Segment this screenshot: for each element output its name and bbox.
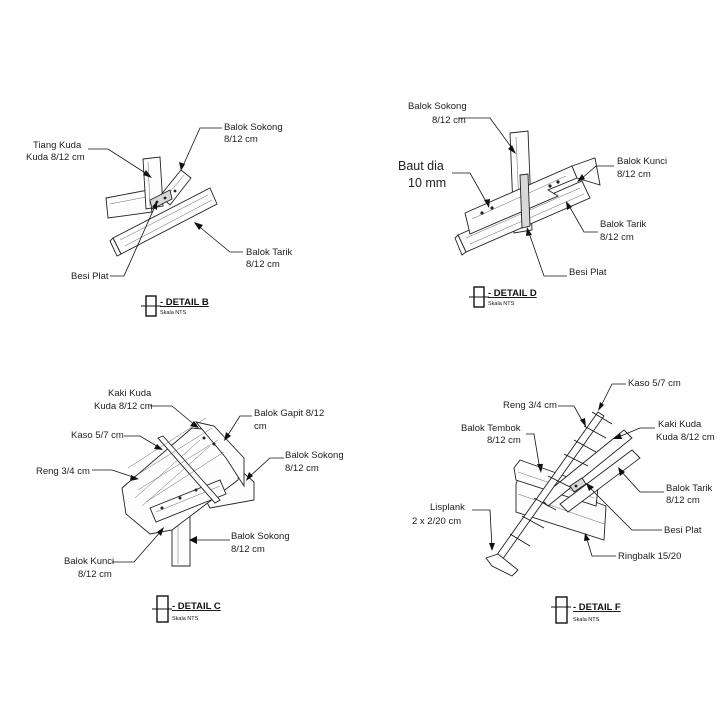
detail-d-label-balok-sokong: Balok Sokong (408, 101, 467, 112)
detail-c-leaders (92, 405, 284, 563)
detail-c-scale: Skala NTS (172, 616, 199, 622)
detail-f-label-balok-tembok: Balok Tembok (461, 423, 521, 434)
detail-f-label-lisplank-size: 2 x 2/20 cm (412, 516, 461, 527)
detail-c-label-balok-sokong-lower: Balok Sokong (231, 531, 290, 542)
detail-b-label-balok-tarik-size: 8/12 cm (246, 259, 280, 270)
detail-d-label-balok-tarik: Balok Tarik (600, 219, 647, 230)
detail-b-drawing (105, 156, 218, 257)
detail-b-label-balok-tarik: Balok Tarik (246, 247, 293, 258)
detail-b-horizontal-beam (105, 189, 153, 219)
detail-f-label-ringbalk: Ringbalk 15/20 (618, 551, 681, 562)
detail-f-label-kaki-kuda: Kaki Kuda (658, 419, 702, 430)
detail-b-label-balok-sokong-size: 8/12 cm (224, 134, 258, 145)
detail-c-label-kaki-kuda: Kaki Kuda (108, 388, 152, 399)
detail-b-label-tiang-kuda-size: Kuda 8/12 cm (26, 152, 85, 163)
detail-b-scale: Skala NTS (160, 310, 187, 316)
detail-f-title-block: - DETAIL F Skala NTS (551, 596, 621, 624)
detail-f-section-symbol (555, 596, 568, 624)
detail-b-leaders (88, 127, 243, 277)
detail-f-label-balok-tembok-size: 8/12 cm (487, 435, 521, 446)
detail-c-drawing (121, 417, 255, 567)
detail-c-label-balok-gapit: Balok Gapit 8/12 (254, 408, 324, 419)
detail-b-label-besi-plat: Besi Plat (71, 271, 109, 282)
detail-f-tie-beam (559, 449, 641, 513)
detail-f-leaders (472, 383, 664, 557)
detail-c-label-kaki-kuda-size: Kuda 8/12 cm (94, 401, 153, 412)
detail-c-label-balok-kunci-size: 8/12 cm (78, 569, 112, 580)
detail-d-labels: Balok Sokong 8/12 cm Baut dia 10 mm Balo… (398, 101, 667, 278)
detail-d-scale: Skala NTS (488, 301, 515, 307)
detail-f-drawing (485, 411, 641, 577)
detail-d-label-balok-kunci-size: 8/12 cm (617, 169, 651, 180)
detail-c-label-balok-sokong-lower-size: 8/12 cm (231, 544, 265, 555)
detail-f-label-kaso: Kaso 5/7 cm (628, 378, 681, 389)
detail-d-title-block: - DETAIL D Skala NTS (469, 286, 537, 308)
detail-f-battens (509, 411, 613, 547)
detail-d-label-balok-tarik-size: 8/12 cm (600, 232, 634, 243)
detail-c-label-balok-sokong-upper: Balok Sokong (285, 450, 344, 461)
detail-f-scale: Skala NTS (573, 617, 600, 623)
detail-c-labels: Kaki Kuda Kuda 8/12 cm Balok Gapit 8/12 … (36, 388, 344, 580)
detail-b-labels: Tiang Kuda Kuda 8/12 cm Balok Sokong 8/1… (26, 122, 293, 282)
detail-c-clamp-beam (194, 421, 245, 488)
detail-b-label-tiang-kuda: Tiang Kuda (33, 140, 82, 151)
detail-d-label-balok-kunci: Balok Kunci (617, 156, 667, 167)
detail-c-label-balok-gapit-size: cm (254, 421, 267, 432)
detail-c-title-block: - DETAIL C Skala NTS (152, 595, 221, 623)
detail-f-rafter (539, 429, 633, 507)
detail-b: Tiang Kuda Kuda 8/12 cm Balok Sokong 8/1… (26, 122, 293, 317)
detail-c-title: - DETAIL C (172, 601, 221, 612)
detail-d-drawing (454, 130, 601, 256)
detail-c-kaso (157, 435, 221, 504)
detail-d-steel-plate (519, 173, 531, 229)
detail-d-label-besi-plat: Besi Plat (569, 267, 607, 278)
detail-c-label-balok-kunci: Balok Kunci (64, 556, 114, 567)
detail-c: Kaki Kuda Kuda 8/12 cm Balok Gapit 8/12 … (36, 388, 344, 623)
detail-f-label-reng: Reng 3/4 cm (503, 400, 557, 411)
detail-b-title: - DETAIL B (160, 297, 209, 308)
detail-f-labels: Kaso 5/7 cm Reng 3/4 cm Balok Tembok 8/1… (412, 378, 715, 562)
detail-f-label-balok-tarik: Balok Tarik (666, 483, 713, 494)
detail-b-label-balok-sokong: Balok Sokong (224, 122, 283, 133)
detail-d-title: - DETAIL D (488, 288, 537, 299)
detail-d-label-baut-size: 10 mm (408, 176, 446, 190)
detail-f-label-balok-tarik-size: 8/12 cm (666, 495, 700, 506)
detail-b-title-block: - DETAIL B Skala NTS (141, 295, 209, 317)
detail-d-label-balok-sokong-size: 8/12 cm (432, 115, 466, 126)
detail-f-fascia (485, 553, 519, 577)
detail-f-steel-plate (569, 477, 587, 493)
detail-d-label-baut: Baut dia (398, 159, 444, 173)
detail-f-label-besi-plat: Besi Plat (664, 525, 702, 536)
detail-c-label-reng: Reng 3/4 cm (36, 466, 90, 477)
detail-d-leaders (452, 117, 614, 277)
detail-c-label-kaso: Kaso 5/7 cm (71, 430, 124, 441)
detail-f-label-lisplank: Lisplank (430, 502, 465, 513)
detail-f: Kaso 5/7 cm Reng 3/4 cm Balok Tembok 8/1… (412, 378, 715, 624)
detail-f-title: - DETAIL F (573, 602, 621, 613)
detail-d: Balok Sokong 8/12 cm Baut dia 10 mm Balo… (398, 101, 667, 308)
detail-f-label-kaki-kuda-size: Kuda 8/12 cm (656, 432, 715, 443)
detail-c-label-balok-sokong-upper-size: 8/12 cm (285, 463, 319, 474)
